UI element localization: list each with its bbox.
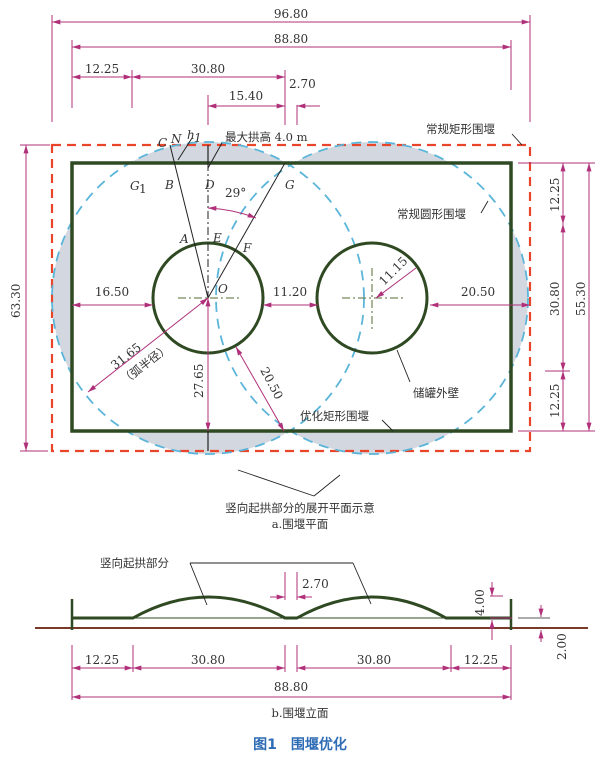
elev-dim-2: 30.80 — [191, 653, 225, 667]
conventional-rect-cofferdam — [50, 143, 532, 453]
dim-total: 96.80 — [274, 7, 308, 21]
dim-tank-radius: 11.15 — [376, 254, 410, 288]
plan-view: C N h 1 G 1 B D G A E F O 29° 最大拱高 4.0 m… — [9, 122, 595, 531]
dim-27-65: 27.65 — [192, 364, 206, 398]
point-e: E — [212, 231, 222, 245]
elev-gap: 2.70 — [302, 577, 329, 591]
dim-inner: 88.80 — [274, 32, 308, 46]
max-arch-leader — [207, 142, 223, 169]
label-arch-part: 竖向起拱部分 — [100, 556, 169, 570]
point-a: A — [179, 232, 189, 246]
dim-right-12-25-bottom: 12.25 — [548, 384, 562, 418]
center-lines — [178, 268, 404, 332]
elev-dim-4: 12.25 — [464, 653, 498, 667]
dim-55-30: 55.30 — [574, 282, 588, 316]
figure-title: 图1 围堰优化 — [253, 736, 347, 753]
conventional-circle-right — [215, 141, 529, 455]
dim-half: 15.40 — [229, 89, 263, 103]
elev-dim-1: 12.25 — [85, 653, 119, 667]
top-dimensions: 96.80 88.80 12.25 30.80 15.40 2.70 — [51, 7, 531, 125]
dim-gap: 2.70 — [289, 77, 316, 91]
label-conventional-rect: 常规矩形围堰 — [426, 122, 495, 136]
arch-profile — [72, 595, 511, 620]
point-g: G — [285, 178, 295, 192]
point-f: F — [242, 241, 252, 255]
label-tank-wall: 储罐外壁 — [413, 386, 459, 400]
point-n: N — [170, 132, 182, 146]
elev-height: 4.00 — [473, 589, 487, 616]
angle-label: 29° — [225, 186, 246, 200]
elev-total: 88.80 — [274, 680, 308, 694]
caption-elevation: b.围堰立面 — [271, 706, 328, 720]
dim-11-20: 11.20 — [273, 285, 307, 299]
point-d: D — [204, 178, 215, 192]
elevation-view: 竖向起拱部分 2.70 4.00 2.00 12.25 30.80 30.80 … — [35, 556, 588, 720]
point-o: O — [218, 282, 228, 296]
radius-line-oc — [169, 144, 209, 299]
max-arch-label: 最大拱高 4.0 m — [225, 130, 308, 144]
dim-diag-20-50: 20.50 — [257, 365, 285, 402]
label-conventional-circle: 常规圆形围堰 — [397, 207, 466, 221]
elev-dim-3: 30.80 — [357, 653, 391, 667]
elev-base: 2.00 — [555, 633, 569, 660]
label-unfolded-arch: 竖向起拱部分的展开平面示意 — [225, 501, 375, 515]
point-g1: G — [130, 179, 140, 193]
radius-line-og — [207, 162, 286, 299]
tank-right — [315, 241, 429, 355]
point-c: C — [158, 136, 167, 150]
point-h1-sub: 1 — [194, 131, 202, 145]
optimized-rect-cofferdam — [70, 161, 513, 433]
angle-arc — [207, 205, 257, 219]
dim-63-30: 63.30 — [9, 284, 23, 318]
dim-span: 30.80 — [191, 62, 225, 76]
caption-plan: a.围堰平面 — [272, 517, 329, 531]
label-optimized-rect: 优化矩形围堰 — [300, 409, 369, 423]
point-h1: h — [187, 128, 195, 142]
end-posts — [70, 599, 513, 630]
point-b: B — [164, 178, 174, 192]
dim-right-12-25-top: 12.25 — [548, 178, 562, 212]
dim-16-50: 16.50 — [95, 285, 129, 299]
point-g1-sub: 1 — [139, 182, 147, 196]
dim-left: 12.25 — [85, 62, 119, 76]
dim-20-50: 20.50 — [461, 285, 495, 299]
dim-right-30-80: 30.80 — [548, 282, 562, 316]
